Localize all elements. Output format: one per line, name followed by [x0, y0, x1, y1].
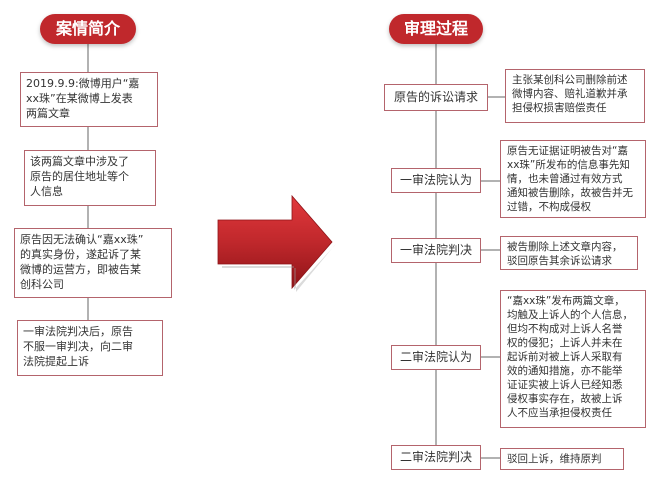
right-arrow-icon	[217, 194, 333, 290]
arrow-shadow	[222, 244, 336, 292]
stage-detail-plaintiff-claim: 主张某创科公司删除前述 微博内容、赔礼道歉并承 担侵权损害赔偿责任	[505, 69, 645, 123]
case-step-3: 原告因无法确认“嘉xx珠” 的真实身份，遂起诉了某 微博的运营方，即被告某 创科…	[14, 228, 172, 298]
trial-process-header: 审理过程	[389, 14, 483, 44]
case-step-1: 2019.9.9:微博用户“嘉 xx珠”在某微博上发表 两篇文章	[20, 72, 158, 127]
stage-label-second-instance-judgment: 二审法院判决	[391, 445, 481, 470]
case-summary-header: 案情简介	[40, 14, 136, 44]
case-step-2: 该两篇文章中涉及了 原告的居住地址等个 人信息	[24, 150, 156, 206]
stage-label-first-instance-judgment: 一审法院判决	[391, 238, 481, 263]
stage-detail-first-instance-judgment: 被告删除上述文章内容， 驳回原告其余诉讼请求	[500, 236, 638, 270]
stage-detail-second-instance-judgment: 驳回上诉，维持原判	[500, 448, 624, 470]
case-step-4: 一审法院判决后，原告 不服一审判决，向二审 法院提起上诉	[17, 320, 163, 376]
stage-label-plaintiff-claim: 原告的诉讼请求	[384, 84, 488, 111]
stage-label-second-instance-opinion: 二审法院认为	[391, 345, 481, 370]
stage-detail-second-instance-opinion: “嘉xx珠”发布两篇文章， 均触及上诉人的个人信息， 但均不构成对上诉人名誉 权…	[500, 290, 646, 428]
stage-label-first-instance-opinion: 一审法院认为	[391, 168, 481, 193]
stage-detail-first-instance-opinion: 原告无证据证明被告对“嘉 xx珠”所发布的信息事先知 情，也未曾通过有效方式 通…	[500, 140, 646, 218]
